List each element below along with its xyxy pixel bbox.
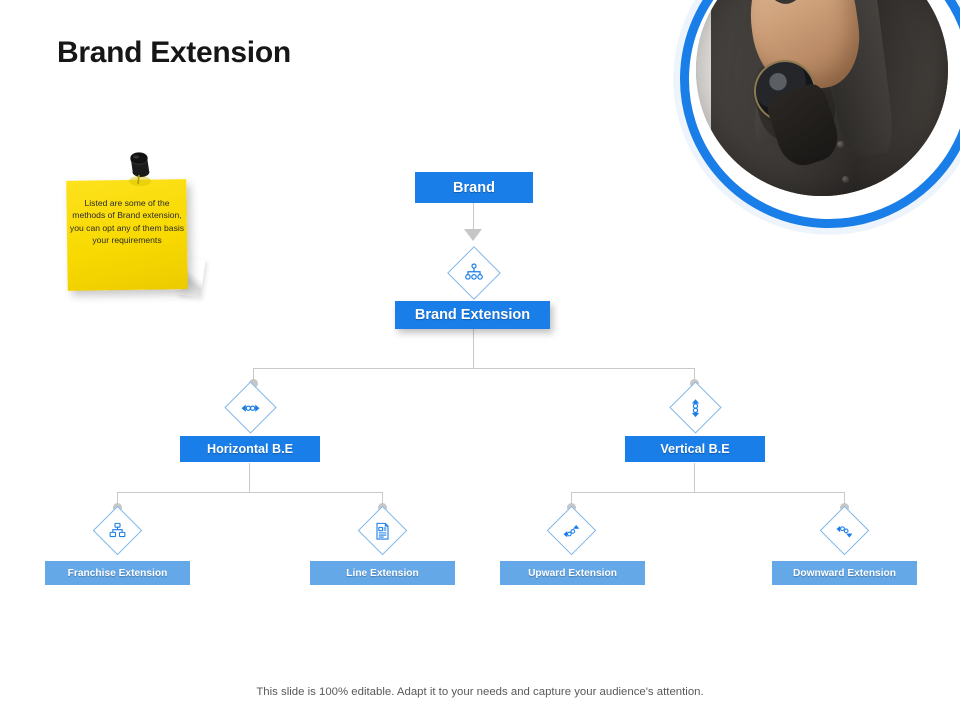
connector-l3-line-drop [382, 492, 383, 506]
footer-note: This slide is 100% editable. Adapt it to… [256, 686, 704, 698]
connector-root-to-l1 [473, 203, 474, 233]
node-franchise-extension-label[interactable]: Franchise Extension [45, 561, 190, 585]
connector-l3-franchise-drop [117, 492, 118, 506]
node-downward-extension-label[interactable]: Downward Extension [772, 561, 917, 585]
connector-l3-right-horizontal [571, 492, 844, 493]
connector-l3-downward-drop [844, 492, 845, 506]
hero-image-container [672, 0, 960, 222]
connector-vertical-down [694, 463, 695, 492]
connector-l1-down [473, 329, 474, 368]
node-line-extension-label[interactable]: Line Extension [310, 561, 455, 585]
hero-photo [696, 0, 948, 196]
photo-suit-button-2 [842, 175, 850, 183]
connector-horizontal-down [249, 463, 250, 492]
network-nodes-icon [92, 505, 143, 556]
photo-suit-button-1 [837, 140, 845, 148]
document-icon [357, 505, 408, 556]
node-upward-extension-label[interactable]: Upward Extension [500, 561, 645, 585]
page-title: Brand Extension [57, 36, 291, 69]
node-vertical-be-label[interactable]: Vertical B.E [625, 436, 765, 462]
org-hierarchy-icon [447, 246, 501, 300]
sticky-note-text: Listed are some of the methods of Brand … [69, 198, 185, 246]
arrowhead-root-to-l1 [464, 229, 482, 241]
node-horizontal-be-label[interactable]: Horizontal B.E [180, 436, 320, 462]
downward-arrow-icon [819, 505, 870, 556]
pushpin-icon [122, 151, 156, 187]
node-brand-extension-label[interactable]: Brand Extension [395, 301, 550, 329]
horizontal-arrows-icon [224, 381, 277, 434]
connector-l2-horizontal [253, 368, 694, 369]
connector-l3-upward-drop [571, 492, 572, 506]
connector-l2-left-drop [253, 368, 254, 384]
connector-l3-left-horizontal [117, 492, 382, 493]
upward-arrow-icon [546, 505, 597, 556]
node-brand-label[interactable]: Brand [415, 172, 533, 203]
connector-l2-right-drop [694, 368, 695, 384]
vertical-arrows-icon [669, 381, 722, 434]
